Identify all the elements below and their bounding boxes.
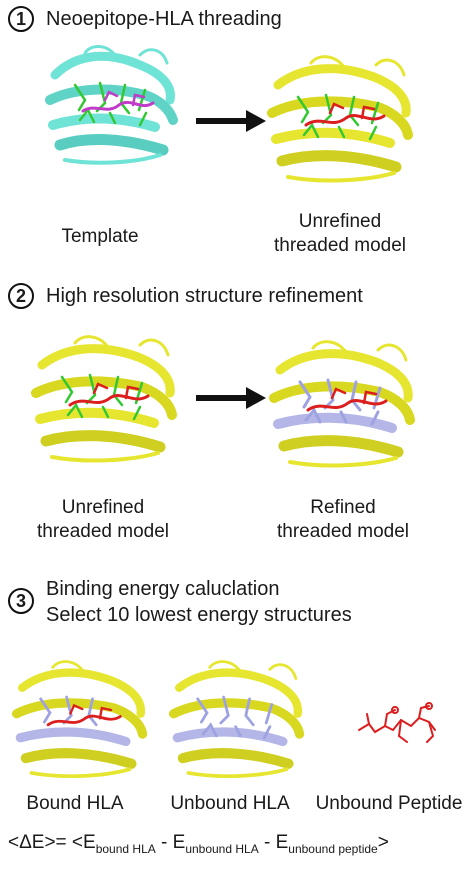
unrefined-caption-line1: Unrefined bbox=[298, 211, 382, 232]
step-3-number: 3 bbox=[8, 588, 34, 614]
unrefined-threaded-model-structure bbox=[267, 55, 413, 183]
equation-sub-unbound-peptide: unbound peptide bbox=[288, 841, 378, 856]
arrow-right-icon bbox=[196, 110, 266, 132]
unrefined-caption-line1-step2: Unrefined bbox=[61, 497, 145, 518]
refined-threaded-model-structure bbox=[269, 340, 415, 468]
unrefined-threaded-model-structure-2 bbox=[31, 335, 177, 463]
unbound-peptide-caption: Unbound Peptide bbox=[315, 793, 463, 814]
unbound-hla-structure bbox=[168, 660, 305, 779]
step-1-title: Neoepitope-HLA threading bbox=[46, 8, 282, 30]
unrefined-caption-line2: threaded model bbox=[273, 235, 407, 256]
unbound-hla-caption: Unbound HLA bbox=[170, 793, 290, 814]
equation-minus-2: - E bbox=[258, 832, 289, 853]
template-caption: Template bbox=[61, 226, 139, 247]
step-2-number: 2 bbox=[8, 283, 34, 309]
equation-suffix: > bbox=[377, 832, 389, 853]
step-3-title-line1: Binding energy caluclation bbox=[46, 578, 280, 600]
step-1-number: 1 bbox=[8, 6, 34, 32]
step-2-title: High resolution structure refinement bbox=[46, 285, 363, 307]
bound-hla-caption: Bound HLA bbox=[26, 793, 124, 814]
unrefined-caption-line2-step2: threaded model bbox=[36, 521, 170, 542]
binding-energy-equation: <ΔE>= <Ebound HLA - Eunbound HLA - Eunbo… bbox=[8, 832, 389, 856]
step-3-title-line2: Select 10 lowest energy structures bbox=[46, 604, 352, 626]
template-structure bbox=[45, 45, 178, 165]
bound-hla-structure bbox=[11, 660, 148, 779]
unbound-peptide-structure bbox=[358, 702, 436, 743]
refined-caption-line1: Refined bbox=[310, 497, 376, 518]
equation-sub-bound-hla: bound HLA bbox=[95, 841, 156, 856]
arrow-right-icon bbox=[196, 387, 266, 409]
equation-sub-unbound-hla: unbound HLA bbox=[185, 841, 259, 856]
equation-prefix: <ΔE>= <E bbox=[8, 832, 96, 853]
refined-caption-line2: threaded model bbox=[276, 521, 410, 542]
equation-minus-1: - E bbox=[155, 832, 186, 853]
